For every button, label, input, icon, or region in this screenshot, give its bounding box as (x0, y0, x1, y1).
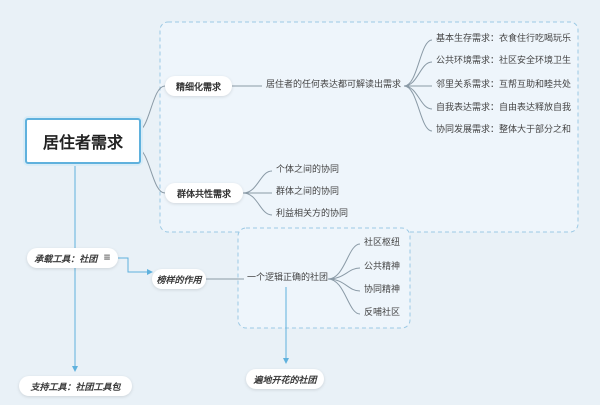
branch-group-needs[interactable]: 群体共性需求 (165, 183, 243, 203)
node-support-tool[interactable]: 支持工具：社团工具包 (19, 376, 132, 396)
leaf-community-hub[interactable]: 社区枢纽 (364, 238, 401, 248)
node-any-expression[interactable]: 居住者的任何表达都可解读出需求 (266, 80, 402, 90)
leaf-stakeholder-collaboration[interactable]: 利益相关方的协同 (276, 209, 349, 219)
edge-middle-leaves (403, 39, 433, 132)
edge-group-leaves (242, 170, 273, 216)
node-carrier-tool[interactable]: 承载工具：社团 ≡ (27, 248, 118, 268)
leaf-individual-collaboration[interactable]: 个体之间的协同 (276, 165, 340, 175)
leaf-collaborative-development[interactable]: 协同发展需求：整体大于部分之和 (436, 125, 572, 135)
edge-club-leaves (327, 243, 361, 315)
club-boundary (237, 227, 411, 329)
leaf-collaborative-spirit[interactable]: 协同精神 (364, 285, 401, 295)
carrier-tool-label: 承载工具：社团 (34, 254, 98, 265)
branch-refined-needs[interactable]: 精细化需求 (165, 76, 232, 96)
leaf-self-expression[interactable]: 自我表达需求：自由表达释放自我 (436, 103, 572, 113)
node-clubs-everywhere[interactable]: 遍地开花的社团 (246, 369, 324, 389)
node-logical-club[interactable]: 一个逻辑正确的社团 (247, 273, 329, 283)
leaf-basic-survival[interactable]: 基本生存需求：衣食住行吃喝玩乐 (436, 34, 572, 44)
arrow-support (72, 366, 78, 372)
root-node-residents-needs[interactable]: 居住者需求 (25, 118, 141, 164)
arrow-blossom (283, 358, 289, 364)
leaf-public-spirit[interactable]: 公共精神 (364, 262, 401, 272)
leaf-neighbor-relations[interactable]: 邻里关系需求：互帮互助和睦共处 (436, 80, 572, 90)
leaf-group-collaboration[interactable]: 群体之间的协同 (276, 187, 340, 197)
arrow-role (147, 269, 153, 275)
node-role-model[interactable]: 榜样的作用 (152, 269, 206, 289)
note-icon[interactable]: ≡ (103, 253, 111, 263)
leaf-public-environment[interactable]: 公共环境需求：社区安全环境卫生 (436, 56, 572, 66)
leaf-give-back-community[interactable]: 反哺社区 (364, 308, 401, 318)
edge-carrier-role (118, 257, 148, 273)
